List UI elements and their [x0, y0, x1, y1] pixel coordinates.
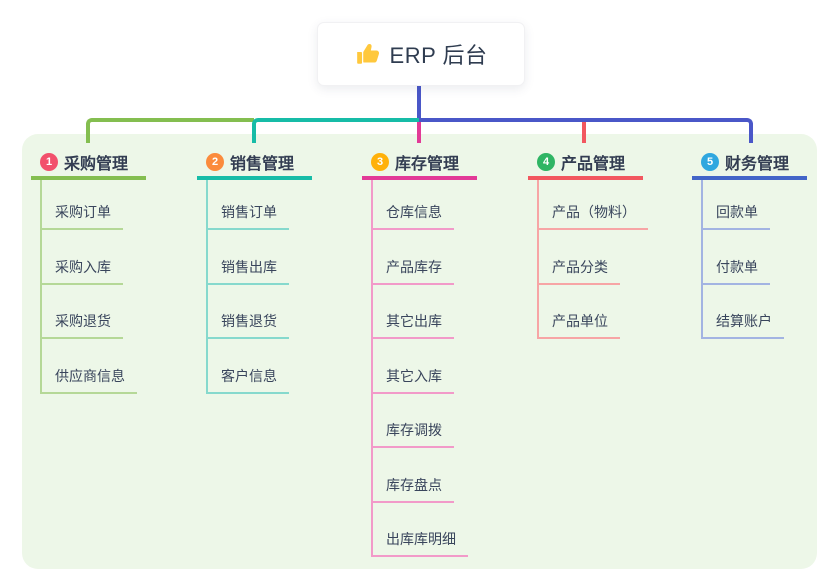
- branch-finance: 5 财务管理 回款单 付款单 结算账户: [692, 148, 807, 339]
- branches-panel: [22, 134, 817, 569]
- branch-trunk-line: [206, 180, 208, 394]
- leaf-node[interactable]: 其它入库: [371, 339, 454, 394]
- badge-4: 4: [537, 153, 555, 171]
- root-title: ERP 后台: [389, 43, 488, 68]
- leaf-node[interactable]: 出库库明细: [371, 503, 468, 557]
- leaf-node[interactable]: 采购退货: [40, 285, 123, 339]
- leaf-node[interactable]: 销售订单: [206, 180, 289, 230]
- leaf-node[interactable]: 库存调拨: [371, 394, 454, 448]
- leaf-node[interactable]: 库存盘点: [371, 448, 454, 503]
- leaf-node[interactable]: 销售退货: [206, 285, 289, 339]
- branch-inventory-heading[interactable]: 3 库存管理: [362, 148, 477, 180]
- leaf-node[interactable]: 产品分类: [537, 230, 620, 285]
- leaf-node[interactable]: 采购入库: [40, 230, 123, 285]
- leaf-node[interactable]: 产品（物料）: [537, 180, 648, 230]
- branch-purchase: 1 采购管理 采购订单 采购入库 采购退货 供应商信息: [31, 148, 146, 394]
- branch-trunk-line: [537, 180, 539, 339]
- branch-sales: 2 销售管理 销售订单 销售出库 销售退货 客户信息: [197, 148, 312, 394]
- branch-product-heading[interactable]: 4 产品管理: [528, 148, 643, 180]
- branch-title: 财务管理: [725, 156, 790, 173]
- root-node[interactable]: ERP 后台: [317, 22, 525, 86]
- thumbs-up-icon: [355, 41, 381, 67]
- branch-title: 库存管理: [395, 156, 460, 173]
- branch-items: 仓库信息 产品库存 其它出库 其它入库 库存调拨 库存盘点 出库库明细: [371, 180, 477, 557]
- badge-3: 3: [371, 153, 389, 171]
- leaf-node[interactable]: 采购订单: [40, 180, 123, 230]
- branch-items: 采购订单 采购入库 采购退货 供应商信息: [40, 180, 146, 394]
- leaf-node[interactable]: 产品单位: [537, 285, 620, 339]
- badge-1: 1: [40, 153, 58, 171]
- branch-purchase-heading[interactable]: 1 采购管理: [31, 148, 146, 180]
- connector-branch-3: [417, 122, 421, 143]
- leaf-node[interactable]: 回款单: [701, 180, 770, 230]
- connector-branch-1: [86, 118, 254, 143]
- branch-items: 回款单 付款单 结算账户: [701, 180, 807, 339]
- leaf-node[interactable]: 仓库信息: [371, 180, 454, 230]
- leaf-node[interactable]: 产品库存: [371, 230, 454, 285]
- root-connector-line: [417, 84, 421, 118]
- badge-5: 5: [701, 153, 719, 171]
- leaf-node[interactable]: 供应商信息: [40, 339, 137, 394]
- branch-trunk-line: [701, 180, 703, 339]
- leaf-node[interactable]: 销售出库: [206, 230, 289, 285]
- branch-title: 销售管理: [230, 156, 295, 173]
- branch-trunk-line: [40, 180, 42, 394]
- connector-branch-2: [252, 118, 419, 143]
- connector-branch-4: [582, 122, 586, 143]
- branch-finance-heading[interactable]: 5 财务管理: [692, 148, 807, 180]
- connector-branch-5: [419, 118, 753, 143]
- branch-inventory: 3 库存管理 仓库信息 产品库存 其它出库 其它入库 库存调拨 库存盘点 出库库…: [362, 148, 477, 557]
- leaf-node[interactable]: 结算账户: [701, 285, 784, 339]
- branch-trunk-line: [371, 180, 373, 557]
- badge-2: 2: [206, 153, 224, 171]
- leaf-node[interactable]: 付款单: [701, 230, 770, 285]
- branch-title: 产品管理: [561, 156, 626, 173]
- branch-sales-heading[interactable]: 2 销售管理: [197, 148, 312, 180]
- leaf-node[interactable]: 客户信息: [206, 339, 289, 394]
- leaf-node[interactable]: 其它出库: [371, 285, 454, 339]
- branch-product: 4 产品管理 产品（物料） 产品分类 产品单位: [528, 148, 648, 339]
- branch-items: 产品（物料） 产品分类 产品单位: [537, 180, 648, 339]
- branch-title: 采购管理: [64, 156, 129, 173]
- branch-items: 销售订单 销售出库 销售退货 客户信息: [206, 180, 312, 394]
